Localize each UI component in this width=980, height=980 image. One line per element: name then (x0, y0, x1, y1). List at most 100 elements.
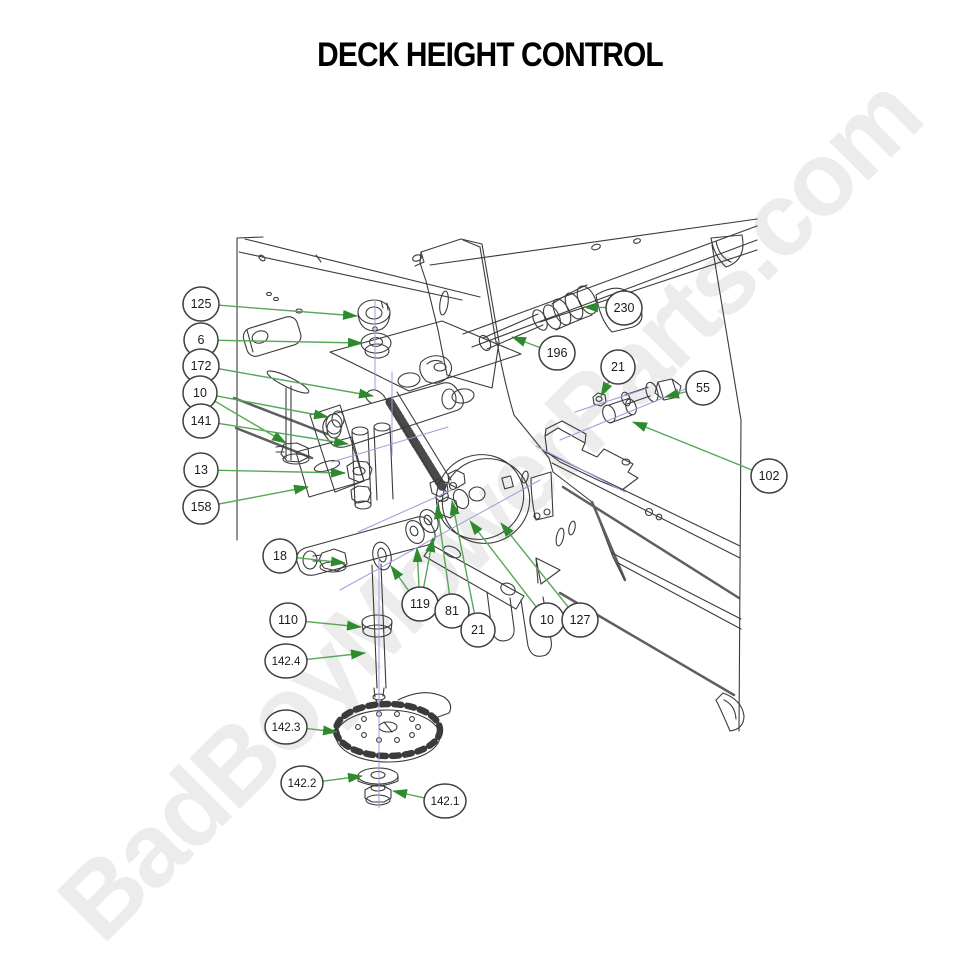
callout-55: 55 (664, 370, 721, 406)
callout-label: 142.4 (272, 656, 301, 668)
callout-label: 18 (273, 549, 287, 563)
callout-bubble (561, 602, 599, 638)
callout-141: 141 (182, 403, 349, 447)
callout-bubble (264, 643, 308, 679)
callout-18: 18 (262, 538, 346, 574)
callout-142.4: 142.4 (264, 643, 366, 679)
callout-arrow (412, 547, 423, 589)
callout-bubble (182, 489, 220, 525)
callout-bubble (434, 593, 470, 629)
callout-label: 81 (445, 604, 459, 618)
callout-bubble (600, 349, 636, 385)
callout-label: 21 (471, 623, 485, 637)
callout-21: 21 (449, 500, 496, 648)
top-plate (329, 320, 522, 404)
callout-bubble (183, 452, 219, 488)
knob-nut (364, 784, 392, 806)
callout-bubble (460, 612, 496, 648)
callout-bubble (685, 370, 721, 406)
callout-arrow (305, 620, 362, 631)
callout-label: 102 (759, 469, 780, 483)
callout-label: 21 (611, 360, 625, 374)
callout-arrow (433, 504, 451, 596)
callout-bubble (280, 765, 324, 801)
callout-label: 158 (191, 500, 212, 514)
mount-tab-plate (242, 316, 302, 357)
callout-label: 6 (198, 333, 205, 347)
spacer-102 (602, 397, 637, 424)
callout-125: 125 (182, 286, 358, 322)
callout-label: 142.3 (272, 722, 301, 734)
callout-label: 13 (194, 463, 208, 477)
callout-arrow (218, 484, 309, 505)
callout-label: 172 (191, 359, 212, 373)
callout-arrow (511, 336, 541, 349)
roller-shaft (478, 309, 548, 352)
callout-bubble (264, 709, 308, 745)
callout-158: 158 (182, 484, 309, 525)
callout-10: 10 (182, 375, 329, 444)
line-art (232, 218, 758, 809)
callout-arrow (306, 649, 366, 661)
callout-arrow (214, 400, 287, 444)
callout-81: 81 (433, 504, 470, 629)
callout-21: 21 (600, 349, 636, 397)
corner-bracket (710, 234, 744, 268)
callout-6: 6 (183, 322, 363, 358)
cam-disc (435, 454, 531, 544)
axis-lines (331, 299, 701, 809)
callout-bubble (605, 290, 643, 326)
callout-arrow (500, 522, 570, 609)
callout-bubble (262, 538, 298, 574)
callout-110: 110 (269, 602, 362, 638)
callout-127: 127 (500, 522, 599, 638)
callout-arrow (583, 302, 607, 313)
callout-arrow (217, 337, 363, 348)
callout-bubble (423, 783, 467, 819)
callout-196: 196 (511, 335, 576, 371)
callout-142.3: 142.3 (264, 709, 338, 745)
callout-142.1: 142.1 (392, 783, 467, 819)
callout-label: 142.1 (431, 796, 460, 808)
callout-arrow (632, 421, 753, 471)
callout-bubble (750, 458, 788, 494)
gusset-plate (412, 238, 500, 389)
callout-label: 142.2 (288, 778, 317, 790)
callout-arrow (218, 304, 358, 320)
callout-102: 102 (632, 421, 788, 494)
callout-arrow (664, 388, 687, 399)
lower-rails (544, 419, 745, 732)
callout-label: 55 (696, 381, 710, 395)
callout-label: 127 (570, 613, 591, 627)
callout-arrow (422, 537, 436, 589)
callout-arrow (392, 789, 425, 799)
curved-strap (419, 355, 453, 384)
callout-label: 125 (191, 297, 212, 311)
adjust-rod (361, 563, 393, 708)
callout-arrow (306, 725, 338, 736)
adjust-knob (332, 692, 452, 763)
callout-arrow (600, 380, 613, 397)
shaft-collar (357, 299, 391, 332)
callout-172: 172 (182, 348, 374, 399)
callout-arrow (296, 556, 346, 567)
callout-label: 196 (547, 346, 568, 360)
callout-142.2: 142.2 (280, 765, 363, 801)
callout-label: 119 (410, 597, 430, 611)
callout-bubble (182, 403, 220, 439)
knob-washer (357, 767, 399, 787)
roller (542, 284, 598, 331)
callout-arrow (218, 422, 349, 447)
callout-label: 110 (278, 613, 298, 627)
callout-label: 230 (614, 301, 635, 315)
callout-arrow (217, 467, 346, 478)
callout-230: 230 (583, 290, 643, 326)
callout-arrow (322, 772, 363, 783)
spring (365, 389, 458, 503)
callout-arrow (218, 368, 374, 399)
callout-arrow (216, 395, 329, 420)
callout-arrow (469, 520, 538, 608)
